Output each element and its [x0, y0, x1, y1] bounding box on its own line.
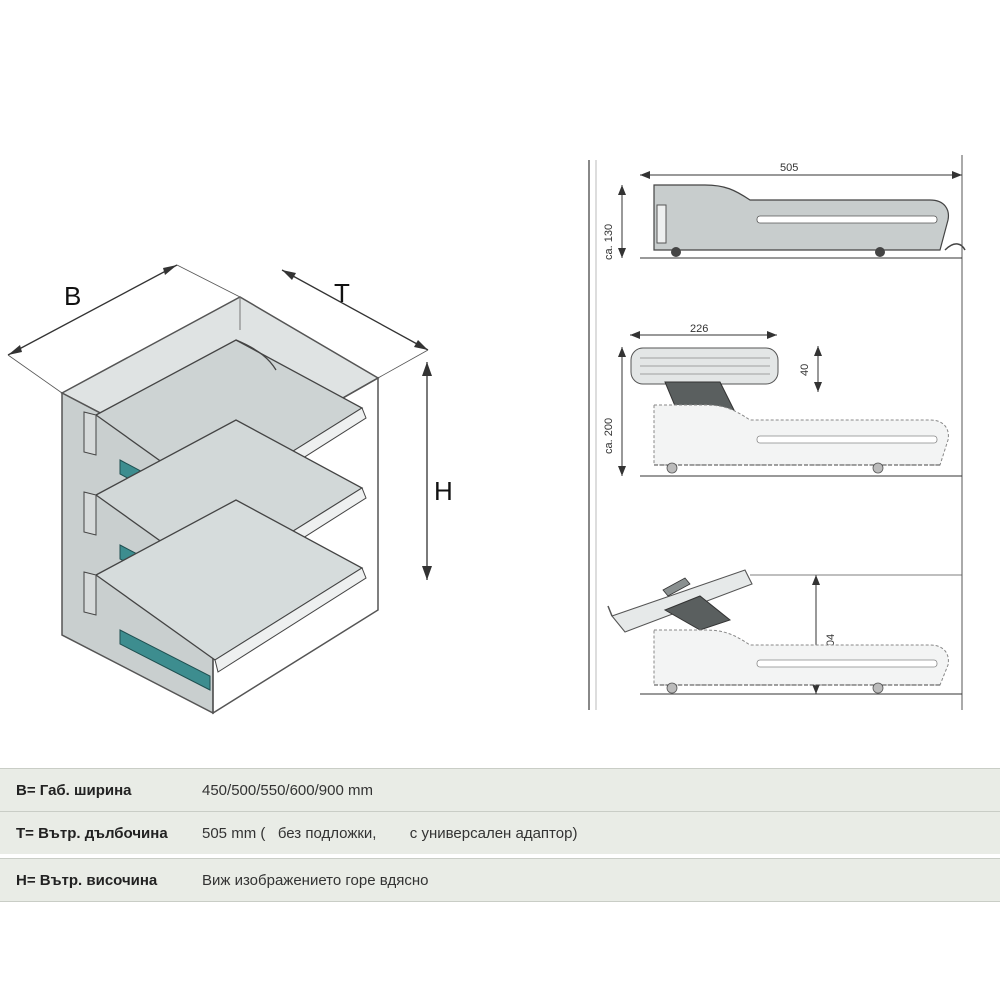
dimension-226: 226: [690, 323, 708, 335]
shelf-bottom: [83, 499, 367, 691]
spec-label: H= Вътр. височина: [16, 871, 158, 889]
dimension-t: T: [281, 269, 429, 379]
dimension-b: B: [7, 264, 241, 394]
spec-value: Виж изображението горе вдясно: [202, 871, 429, 889]
spec-label: B= Габ. ширина: [16, 781, 132, 799]
view-standard: 505 ca. 130: [603, 162, 966, 260]
dimension-t-label: T: [334, 278, 350, 308]
dimension-40: 40: [799, 364, 811, 376]
spec-value: 505 mm ( без подложки, с универсален ада…: [202, 824, 578, 842]
dimension-ca-200: ca. 200: [603, 418, 615, 454]
cabinet-illustration: B T H: [7, 264, 453, 715]
view-raised: 226 40 ca. 200: [603, 323, 962, 477]
dimension-b-label: B: [64, 281, 81, 311]
dimension-505: 505: [780, 162, 798, 174]
dimension-h: H: [422, 362, 453, 580]
dimension-ca-130: ca. 130: [603, 224, 615, 260]
dimension-h-label: H: [434, 476, 453, 506]
spec-table: B= Габ. ширина 450/500/550/600/900 mm T=…: [0, 768, 1000, 902]
spec-row-height: H= Вътр. височина Виж изображението горе…: [0, 858, 1000, 902]
side-views: 505 ca. 130 226 40 ca. 200: [588, 155, 966, 710]
spec-value: 450/500/550/600/900 mm: [202, 781, 373, 799]
spec-label: T= Вътр. дълбочина: [16, 824, 168, 842]
runner-bottom: [119, 629, 211, 691]
technical-drawing: B T H 505 ca.: [7, 155, 966, 715]
view-tilted: ca. 204: [607, 569, 962, 695]
spec-row-width: B= Габ. ширина 450/500/550/600/900 mm: [0, 768, 1000, 811]
spec-row-depth: T= Вътр. дълбочина 505 mm ( без подложки…: [0, 811, 1000, 854]
